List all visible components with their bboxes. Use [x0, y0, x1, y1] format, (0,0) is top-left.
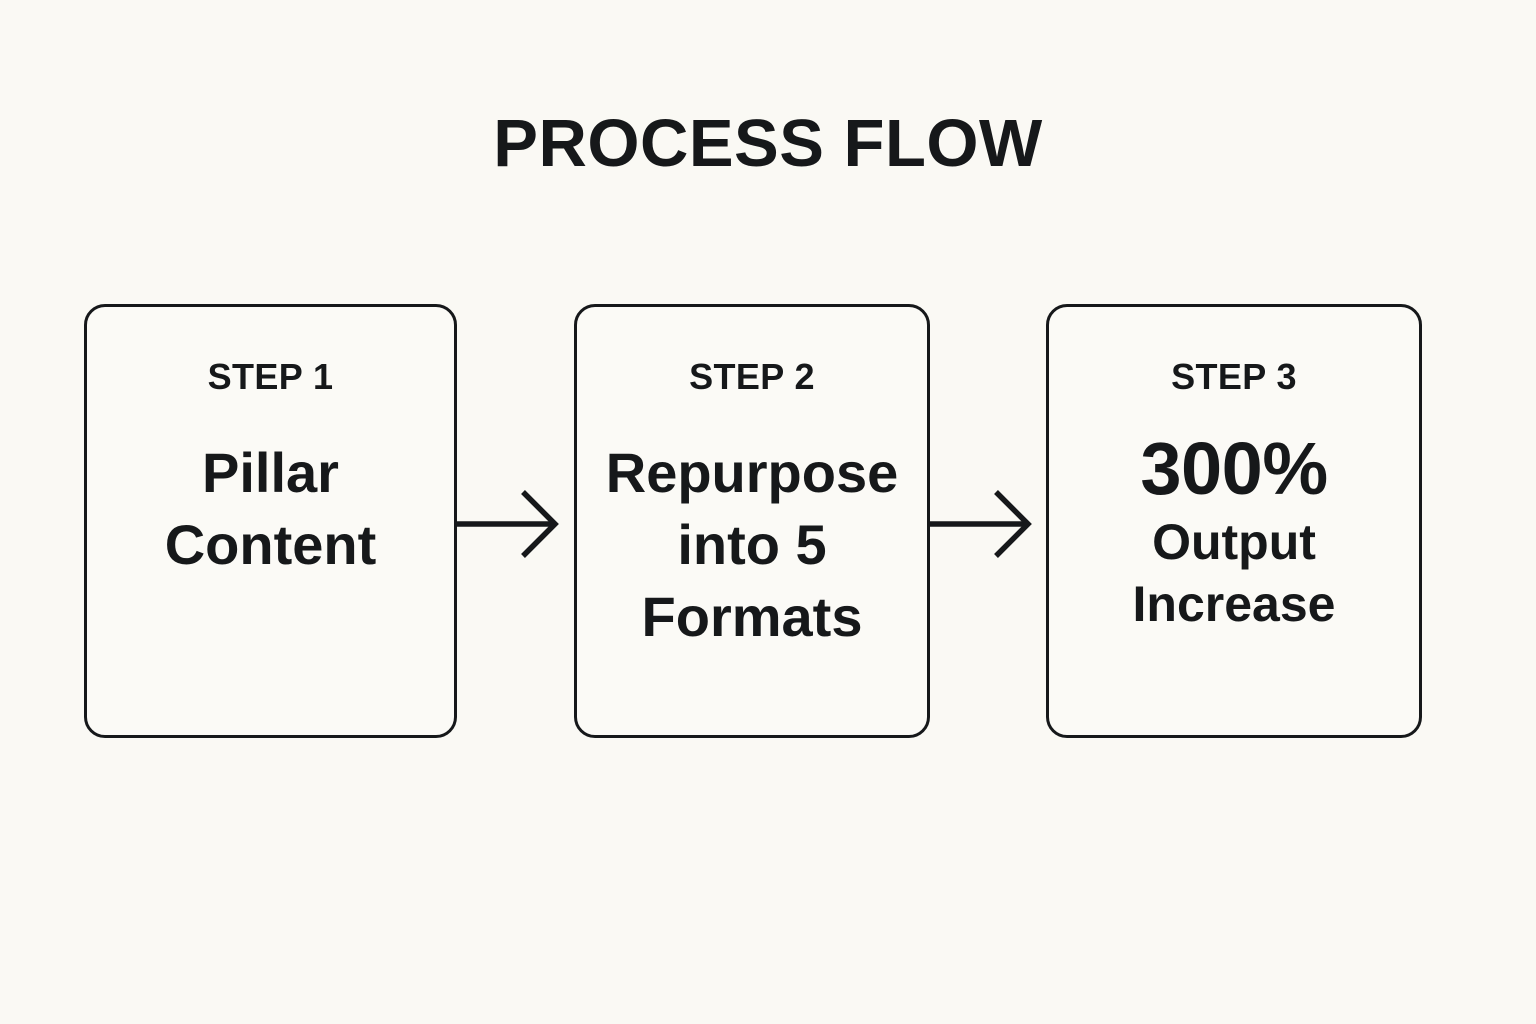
step-body-1: Pillar Content	[155, 437, 387, 581]
arrow-right-icon	[928, 478, 1052, 570]
step-card-2[interactable]: STEP 2 Repurpose into 5 Formats	[574, 304, 930, 738]
arrow-right-icon	[455, 478, 579, 570]
step-body-line: Content	[164, 513, 377, 576]
step-body-3: 300% Output Increase	[1123, 427, 1346, 635]
step-label-1: STEP 1	[207, 356, 334, 397]
metric-caption-line: Output	[1152, 514, 1316, 570]
step-label-3: STEP 3	[1171, 356, 1297, 397]
step-body-line: Repurpose	[605, 441, 899, 504]
step-label-2: STEP 2	[689, 356, 815, 397]
step-card-1[interactable]: STEP 1 Pillar Content	[84, 304, 457, 738]
step-card-3[interactable]: STEP 3 300% Output Increase	[1046, 304, 1422, 738]
step-body-line: into 5	[677, 513, 827, 576]
page-title: PROCESS FLOW	[493, 106, 1043, 181]
metric-value: 300%	[1140, 427, 1328, 510]
metric-caption-line: Increase	[1132, 576, 1336, 632]
step-body-line: Pillar	[202, 441, 339, 504]
step-body-2: Repurpose into 5 Formats	[596, 437, 909, 653]
step-body-line: Formats	[641, 585, 863, 648]
